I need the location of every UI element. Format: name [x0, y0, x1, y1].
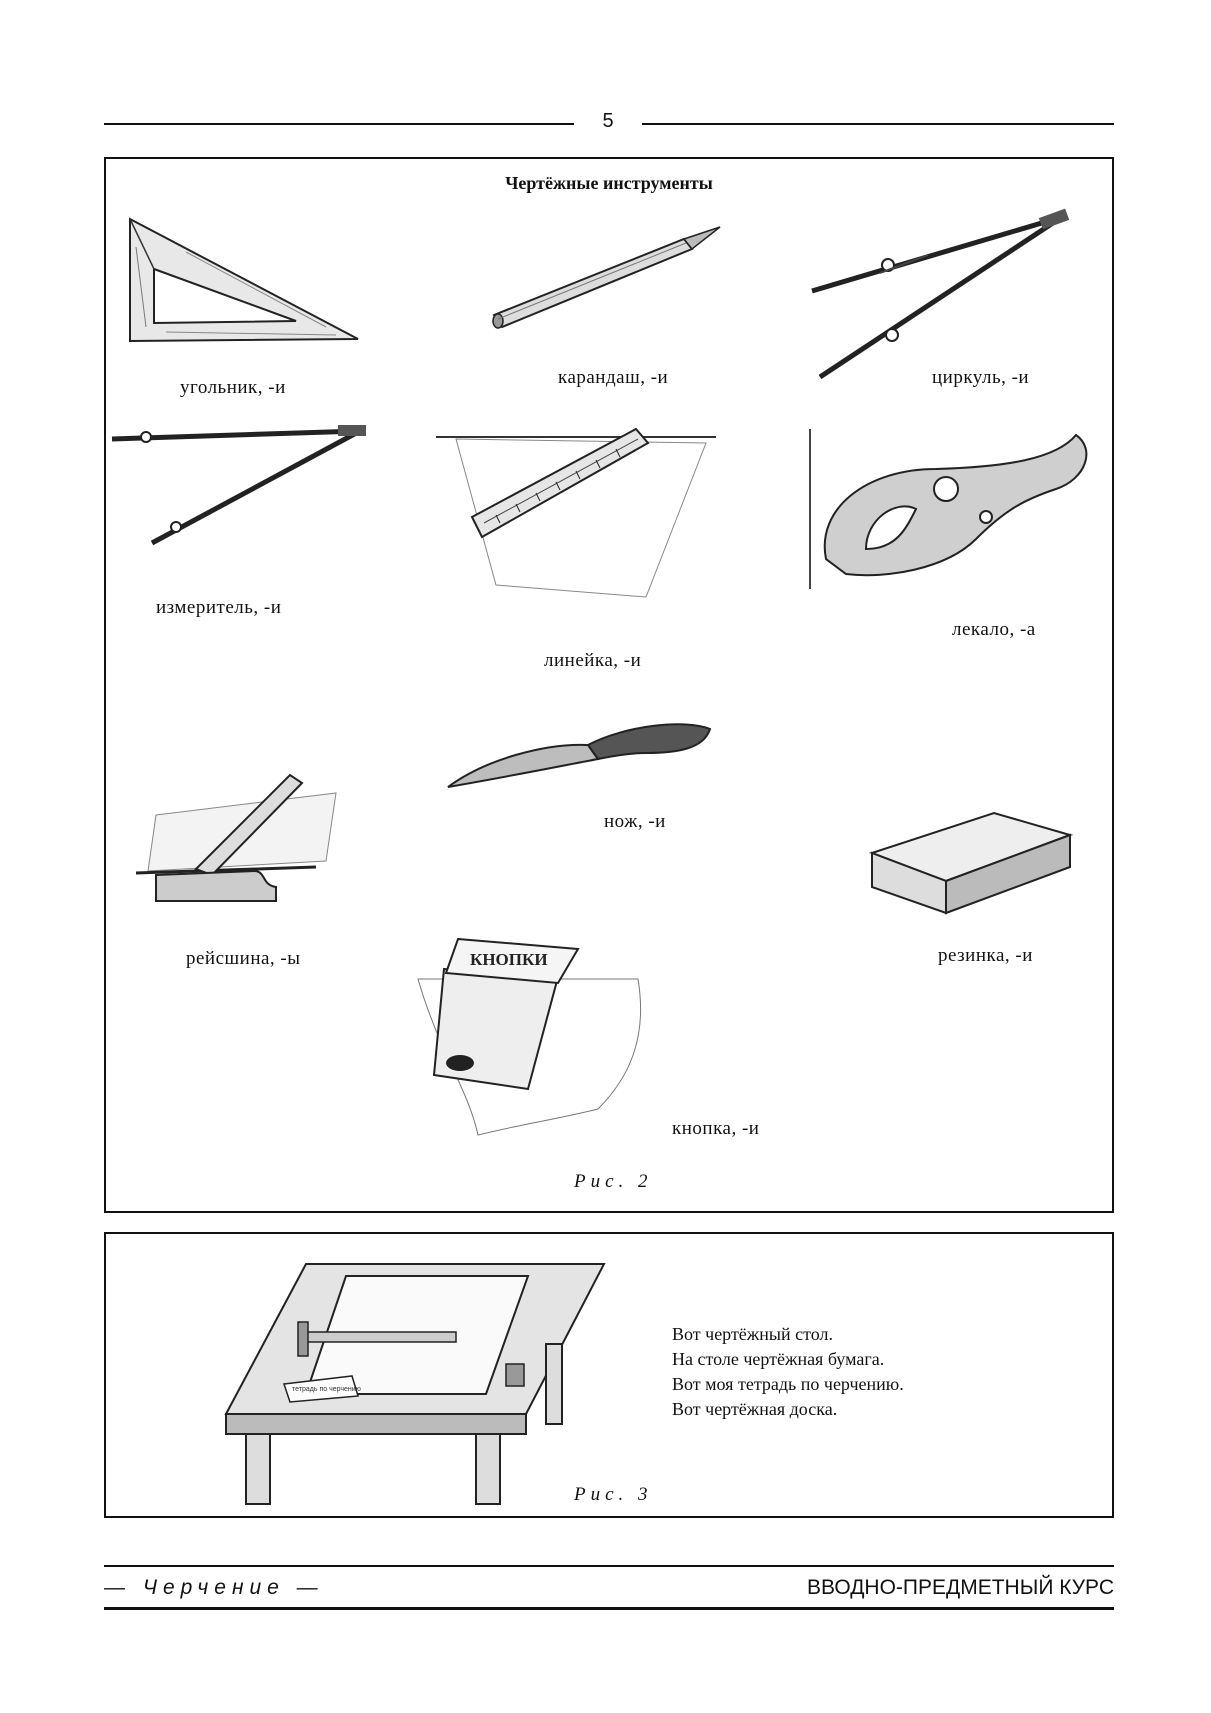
footer-course: ВВОДНО-ПРЕДМЕТНЫЙ КУРС	[807, 1576, 1114, 1599]
caption-knife: нож, -и	[604, 811, 666, 832]
figure-3-label: Рис. 3	[574, 1484, 653, 1505]
french-curve-icon	[806, 429, 1106, 599]
header-rule-left	[104, 123, 574, 125]
text-line: Вот чертёжный стол.	[672, 1324, 833, 1344]
box-label: КНОПКИ	[470, 950, 548, 969]
figure-2-title: Чертёжные инструменты	[505, 173, 713, 193]
caption-t-square: рейсшина, -ы	[186, 948, 301, 969]
caption-eraser: резинка, -и	[938, 945, 1033, 966]
ruler-icon	[436, 429, 726, 599]
t-square-icon	[136, 775, 346, 925]
text-line: Вот чертёжная доска.	[672, 1399, 838, 1419]
figure-3-text: Вот чертёжный стол. На столе чертёжная б…	[672, 1322, 904, 1422]
drawing-table-icon: тетрадь по черчению	[226, 1264, 604, 1512]
caption-set-square: угольник, -и	[180, 377, 286, 398]
knife-icon	[446, 719, 736, 789]
divider-icon	[110, 425, 366, 555]
thumbtack-box-icon: КНОПКИ	[398, 939, 658, 1139]
notebook-label: тетрадь по черчению	[292, 1386, 361, 1393]
pencil-icon	[488, 227, 728, 337]
text-line: Вот моя тетрадь по черчению.	[672, 1374, 904, 1394]
caption-ruler: линейка, -и	[544, 650, 642, 671]
figure-2-frame: Чертёжные инструменты угольник, -и каран…	[104, 157, 1114, 1213]
footer-subject: — Черчение —	[104, 1576, 324, 1599]
caption-french-curve: лекало, -а	[952, 619, 1036, 640]
caption-compass: циркуль, -и	[932, 367, 1030, 388]
header-rule-right	[642, 123, 1114, 125]
footer-rule-top	[104, 1565, 1114, 1567]
caption-divider: измеритель, -и	[156, 597, 282, 618]
eraser-icon	[866, 811, 1086, 921]
caption-pencil: карандаш, -и	[558, 367, 669, 388]
text-line: На столе чертёжная бумага.	[672, 1349, 885, 1369]
caption-thumbtack: кнопка, -и	[672, 1118, 760, 1139]
compass-icon	[800, 208, 1070, 383]
page-number: 5	[602, 110, 614, 132]
figure-2-label: Рис. 2	[574, 1171, 653, 1192]
figure-3-frame: тетрадь по черчению Вот чертёжный стол. …	[104, 1232, 1114, 1518]
set-square-icon	[126, 217, 366, 357]
footer-rule-bottom	[104, 1607, 1114, 1610]
